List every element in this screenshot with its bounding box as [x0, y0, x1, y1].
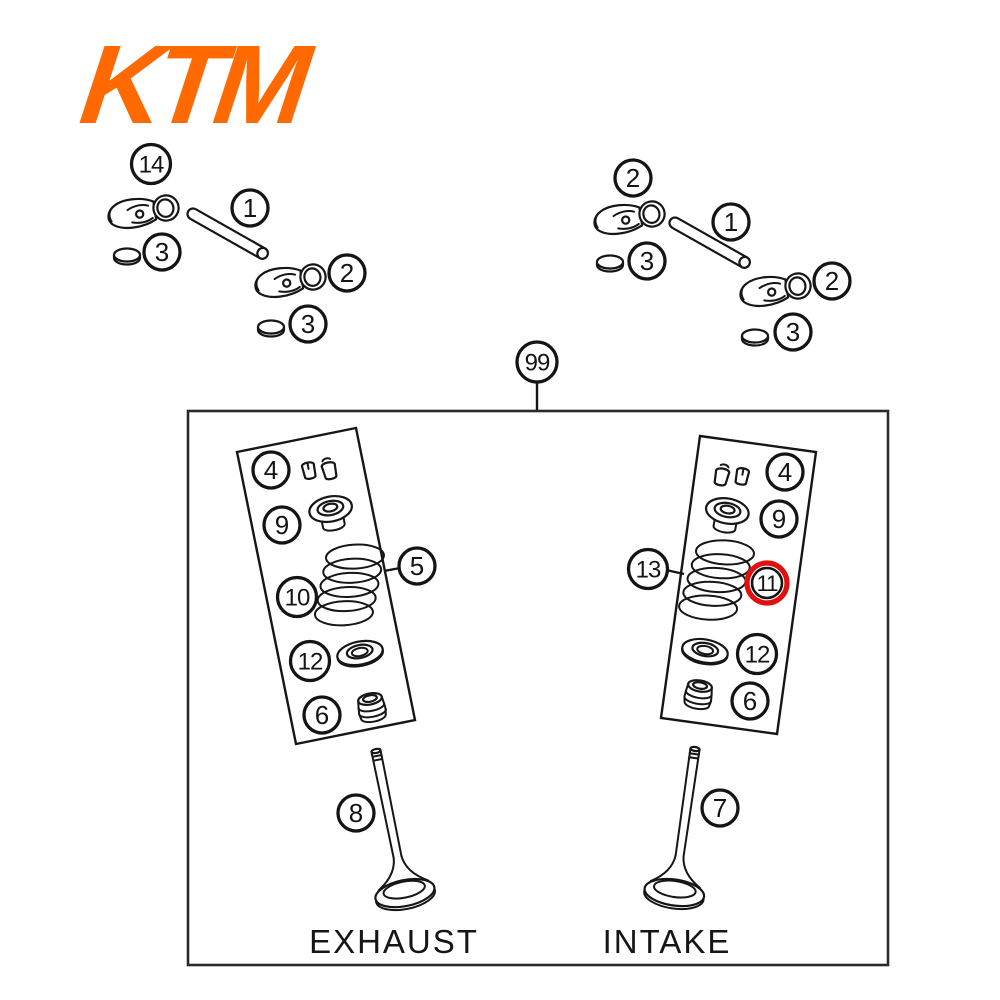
exhaust-kit-column: 4 9 10 5 12 6 8 EXHAUST: [235, 426, 479, 960]
callout-valve: 8: [336, 793, 376, 833]
callout-seal: 6: [730, 681, 770, 721]
callout-rocker-upper: 14: [129, 142, 173, 186]
svg-text:2: 2: [626, 163, 640, 193]
svg-text:1: 1: [724, 207, 738, 237]
rocker-assembly-intake: 2 1 3 2 3: [590, 158, 852, 352]
svg-text:1: 1: [243, 193, 257, 223]
svg-text:4: 4: [264, 455, 278, 485]
callout-valve-group: 99: [515, 340, 559, 384]
svg-text:4: 4: [778, 457, 792, 487]
rocker-arm-icon: [590, 194, 669, 240]
callout-seal: 6: [302, 695, 342, 735]
svg-text:9: 9: [772, 504, 786, 534]
svg-text:5: 5: [410, 551, 424, 581]
ktm-logo-text: KTM: [64, 23, 325, 148]
svg-text:3: 3: [301, 309, 315, 339]
intake-label: INTAKE: [603, 923, 732, 960]
svg-text:6: 6: [743, 686, 757, 716]
svg-text:11: 11: [757, 571, 779, 596]
svg-text:2: 2: [825, 266, 839, 296]
exhaust-label: EXHAUST: [309, 923, 479, 960]
valve-shim-icon: [595, 254, 625, 273]
rocker-arm-icon: [736, 266, 815, 312]
callout-retainer: 9: [759, 499, 799, 539]
valve-shim-icon: [256, 319, 286, 338]
callout-rocker-upper: 2: [613, 158, 653, 198]
callout-valve: 7: [700, 788, 740, 828]
callout-shim-upper: 3: [627, 241, 667, 281]
svg-text:10: 10: [285, 585, 310, 612]
svg-text:13: 13: [636, 557, 661, 584]
callout-rocker-lower: 2: [327, 253, 367, 293]
intake-kit-column: 4 9 13 11 12 6 7 INTAKE: [603, 434, 818, 960]
callout-rocker-lower: 2: [812, 261, 852, 301]
svg-text:12: 12: [298, 649, 323, 676]
svg-text:14: 14: [139, 152, 164, 179]
svg-text:2: 2: [340, 258, 354, 288]
callout-seat: 12: [288, 639, 332, 683]
callout-shim-upper: 3: [142, 232, 182, 272]
svg-text:7: 7: [713, 793, 727, 823]
callout-spring: 10: [275, 575, 319, 619]
ktm-logo: KTM: [64, 23, 325, 148]
exhaust-kit-leader: [383, 566, 401, 573]
callout-kit: 5: [397, 546, 437, 586]
callout-shim-lower: 3: [773, 312, 813, 352]
svg-text:99: 99: [525, 350, 550, 377]
rocker-assembly-exhaust: 14 1 3 2 3: [104, 142, 367, 344]
callout-spring-highlighted: 11: [744, 560, 790, 606]
callout-kit: 13: [626, 547, 670, 591]
svg-text:8: 8: [349, 798, 363, 828]
callout-seat: 12: [735, 632, 779, 676]
svg-text:9: 9: [275, 510, 289, 540]
callout-shaft: 1: [230, 188, 270, 228]
callout-keepers: 4: [251, 450, 291, 490]
valve-shim-icon: [740, 328, 770, 347]
callout-keepers: 4: [765, 452, 805, 492]
callout-shim-lower: 3: [288, 304, 328, 344]
svg-text:3: 3: [155, 237, 169, 267]
callout-shaft: 1: [711, 202, 751, 242]
rocker-arm-icon: [104, 188, 183, 234]
svg-text:3: 3: [640, 246, 654, 276]
callout-retainer: 9: [262, 505, 302, 545]
svg-text:12: 12: [745, 642, 770, 669]
valve-shim-icon: [112, 247, 142, 266]
svg-text:6: 6: [315, 700, 329, 730]
svg-text:3: 3: [786, 317, 800, 347]
rocker-arm-icon: [251, 257, 330, 303]
